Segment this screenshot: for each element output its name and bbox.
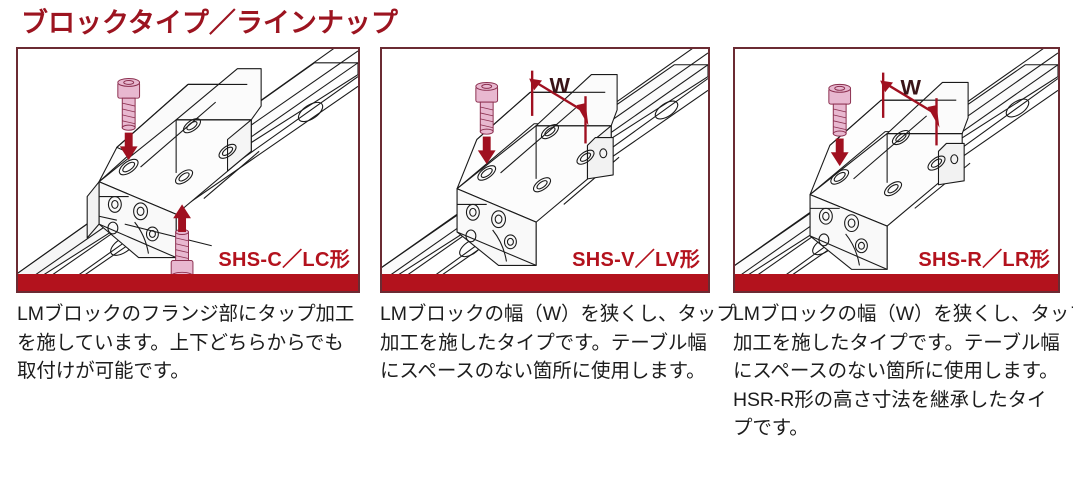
caption-line: 加工を施したタイプです。テーブル幅 (733, 331, 1060, 354)
mounting-screw-top (828, 83, 852, 137)
panel-label-shs-v-lv: SHS-V／LV形 (572, 249, 700, 271)
dimension-label-w: W (901, 74, 922, 99)
panel-accent-bar (18, 274, 358, 291)
caption-shs-v-lv: LMブロックの幅（W）を狭くし、タップ 加工を施したタイプです。テーブル幅 にス… (380, 300, 736, 386)
panel-accent-bar (735, 274, 1058, 291)
caption-line: 加工を施したタイプです。テーブル幅 (380, 331, 707, 354)
lm-block (456, 74, 620, 266)
panel-shs-c-lc: SHS-C／LC形 (16, 47, 360, 293)
panel-accent-bar (382, 274, 708, 291)
panel-shs-r-lr: W SHS-R／LR形 (733, 47, 1060, 293)
panel-row: SHS-C／LC形 (0, 47, 1073, 297)
up-arrow-icon (173, 204, 191, 232)
panel-label-shs-c-lc: SHS-C／LC形 (218, 249, 350, 271)
panel-shs-v-lv: W SHS-V／LV形 (380, 47, 710, 293)
caption-shs-r-lr: LMブロックの幅（W）を狭くし、タップ 加工を施したタイプです。テーブル幅 にス… (733, 300, 1073, 443)
mounting-screw-top (475, 81, 499, 135)
lm-guide-illustration-shs-v-lv: W (382, 49, 708, 291)
dimension-arrow-icon: W (880, 72, 940, 146)
down-arrow-icon (119, 132, 138, 161)
caption-line: LMブロックの幅（W）を狭くし、タップ (380, 303, 736, 325)
lm-guide-illustration-shs-c-lc (18, 49, 358, 291)
mounting-screw-top (117, 78, 141, 131)
down-arrow-icon (830, 138, 849, 167)
caption-line: にスペースのない箇所に使用します。 (733, 360, 1059, 382)
caption-line: LMブロックの幅（W）を狭くし、タップ (733, 303, 1073, 325)
caption-line: プです。 (733, 417, 809, 439)
page-title: ブロックタイプ／ラインナップ (21, 8, 398, 38)
caption-shs-c-lc: LMブロックのフランジ部にタップ加工 を施しています。上下どちらからでも 取付け… (17, 300, 365, 386)
lm-guide-illustration-shs-r-lr: W (735, 49, 1058, 291)
caption-line: にスペースのない箇所に使用します。 (380, 360, 706, 382)
lm-block (86, 68, 262, 259)
lm-block (809, 81, 971, 270)
mounting-screw-bottom (170, 228, 194, 281)
caption-line: 取付けが可能です。 (17, 360, 190, 382)
dimension-arrow-icon: W (529, 70, 589, 144)
caption-line: を施しています。上下どちらからでも (17, 331, 344, 354)
panel-label-shs-r-lr: SHS-R／LR形 (918, 249, 1050, 271)
caption-line: LMブロックのフランジ部にタップ加工 (17, 303, 355, 325)
dimension-label-w: W (550, 72, 571, 97)
caption-line: HSR-R形の高さ寸法を継承したタイ (733, 388, 1047, 411)
down-arrow-icon (477, 136, 496, 165)
